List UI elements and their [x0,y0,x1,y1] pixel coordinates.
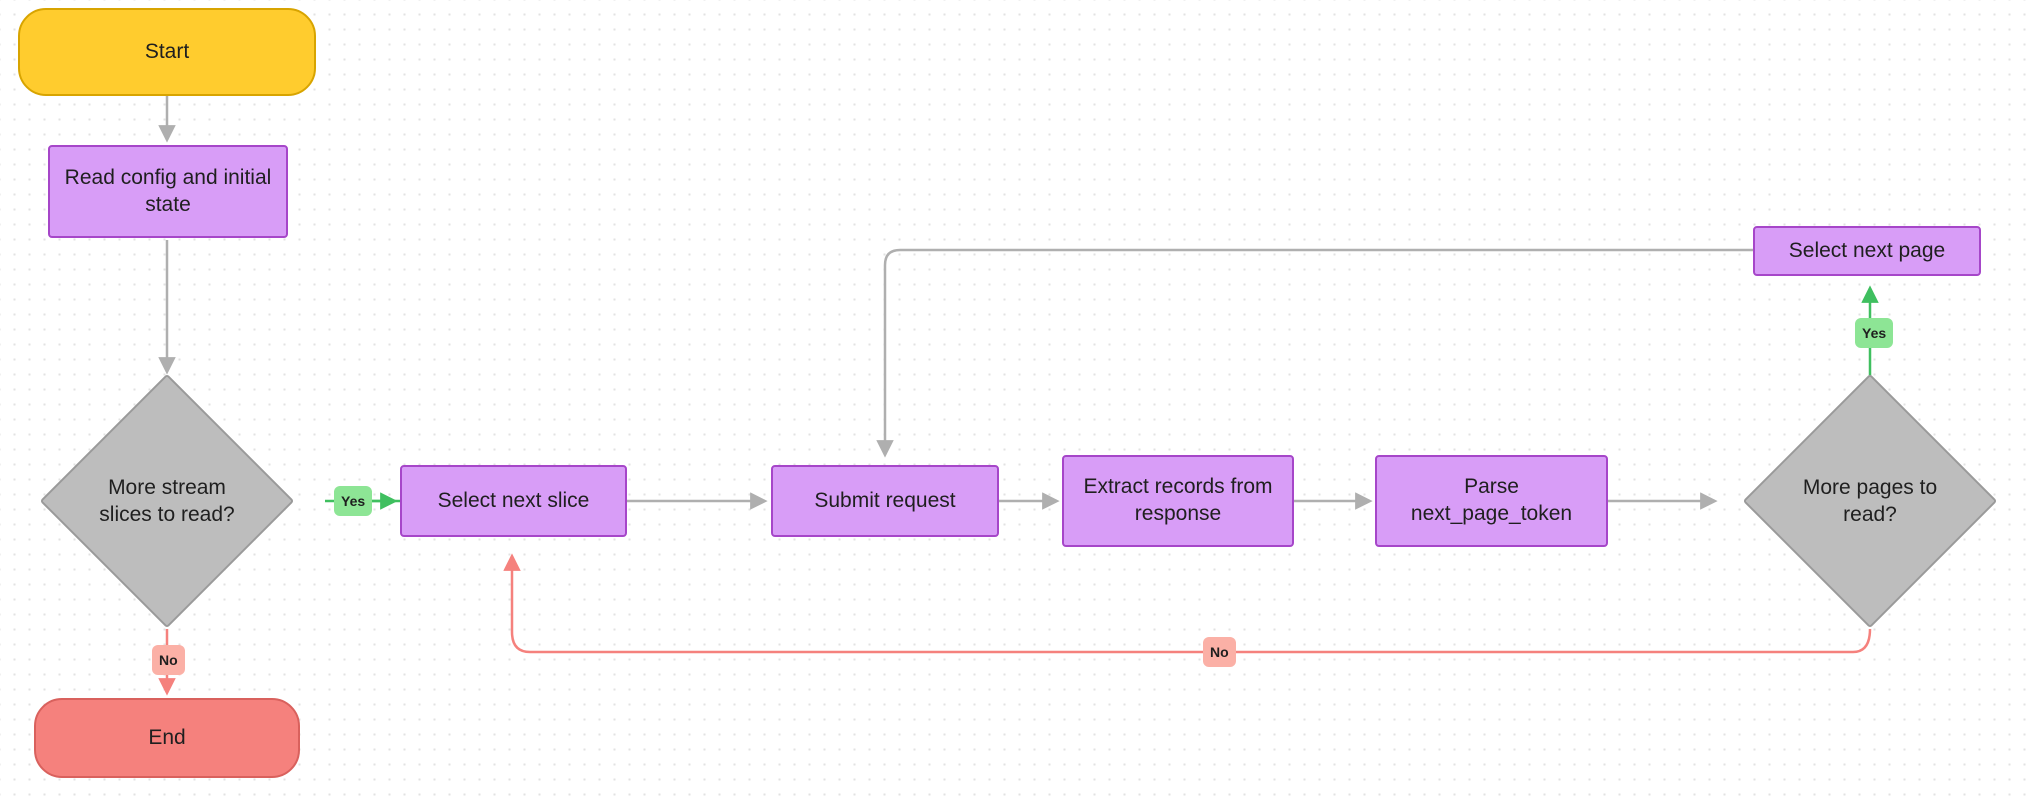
node-parse-next-page-token[interactable]: Parse next_page_token [1375,455,1608,547]
edge-label-pages-no: No [1203,637,1236,667]
node-select-next-slice[interactable]: Select next slice [400,465,627,537]
node-extract-records-label: Extract records from response [1083,475,1273,525]
diamond-shape-more-pages [1742,373,1998,629]
node-parse-next-page-token-label: Parse next_page_token [1410,475,1573,525]
node-select-next-slice-label: Select next slice [437,488,590,512]
edge-label-slices-yes: Yes [334,486,373,516]
node-read-config[interactable]: Read config and initial state [48,145,288,238]
node-select-next-page-label: Select next page [1788,238,1946,262]
edge-label-slices-yes-text: Yes [341,493,366,509]
edge-label-pages-yes: Yes [1855,318,1894,348]
edge-label-pages-yes-text: Yes [1862,325,1887,341]
node-end-label: End [148,725,186,749]
node-extract-records[interactable]: Extract records from response [1062,455,1294,547]
node-end[interactable]: End [34,698,300,778]
edge-label-pages-no-text: No [1210,644,1229,660]
edge-label-slices-no: No [152,645,185,675]
node-start[interactable]: Start [18,8,316,96]
edge-next-page-to-submit [876,248,1753,458]
node-start-label: Start [144,39,190,63]
node-submit-request[interactable]: Submit request [771,465,999,537]
edge-more-pages-no [503,553,1872,654]
diamond-shape-more-slices [39,373,295,629]
node-read-config-label: Read config and initial state [64,165,272,216]
node-select-next-page[interactable]: Select next page [1753,226,1981,276]
edge-label-slices-no-text: No [159,652,178,668]
node-submit-request-label: Submit request [814,488,956,512]
